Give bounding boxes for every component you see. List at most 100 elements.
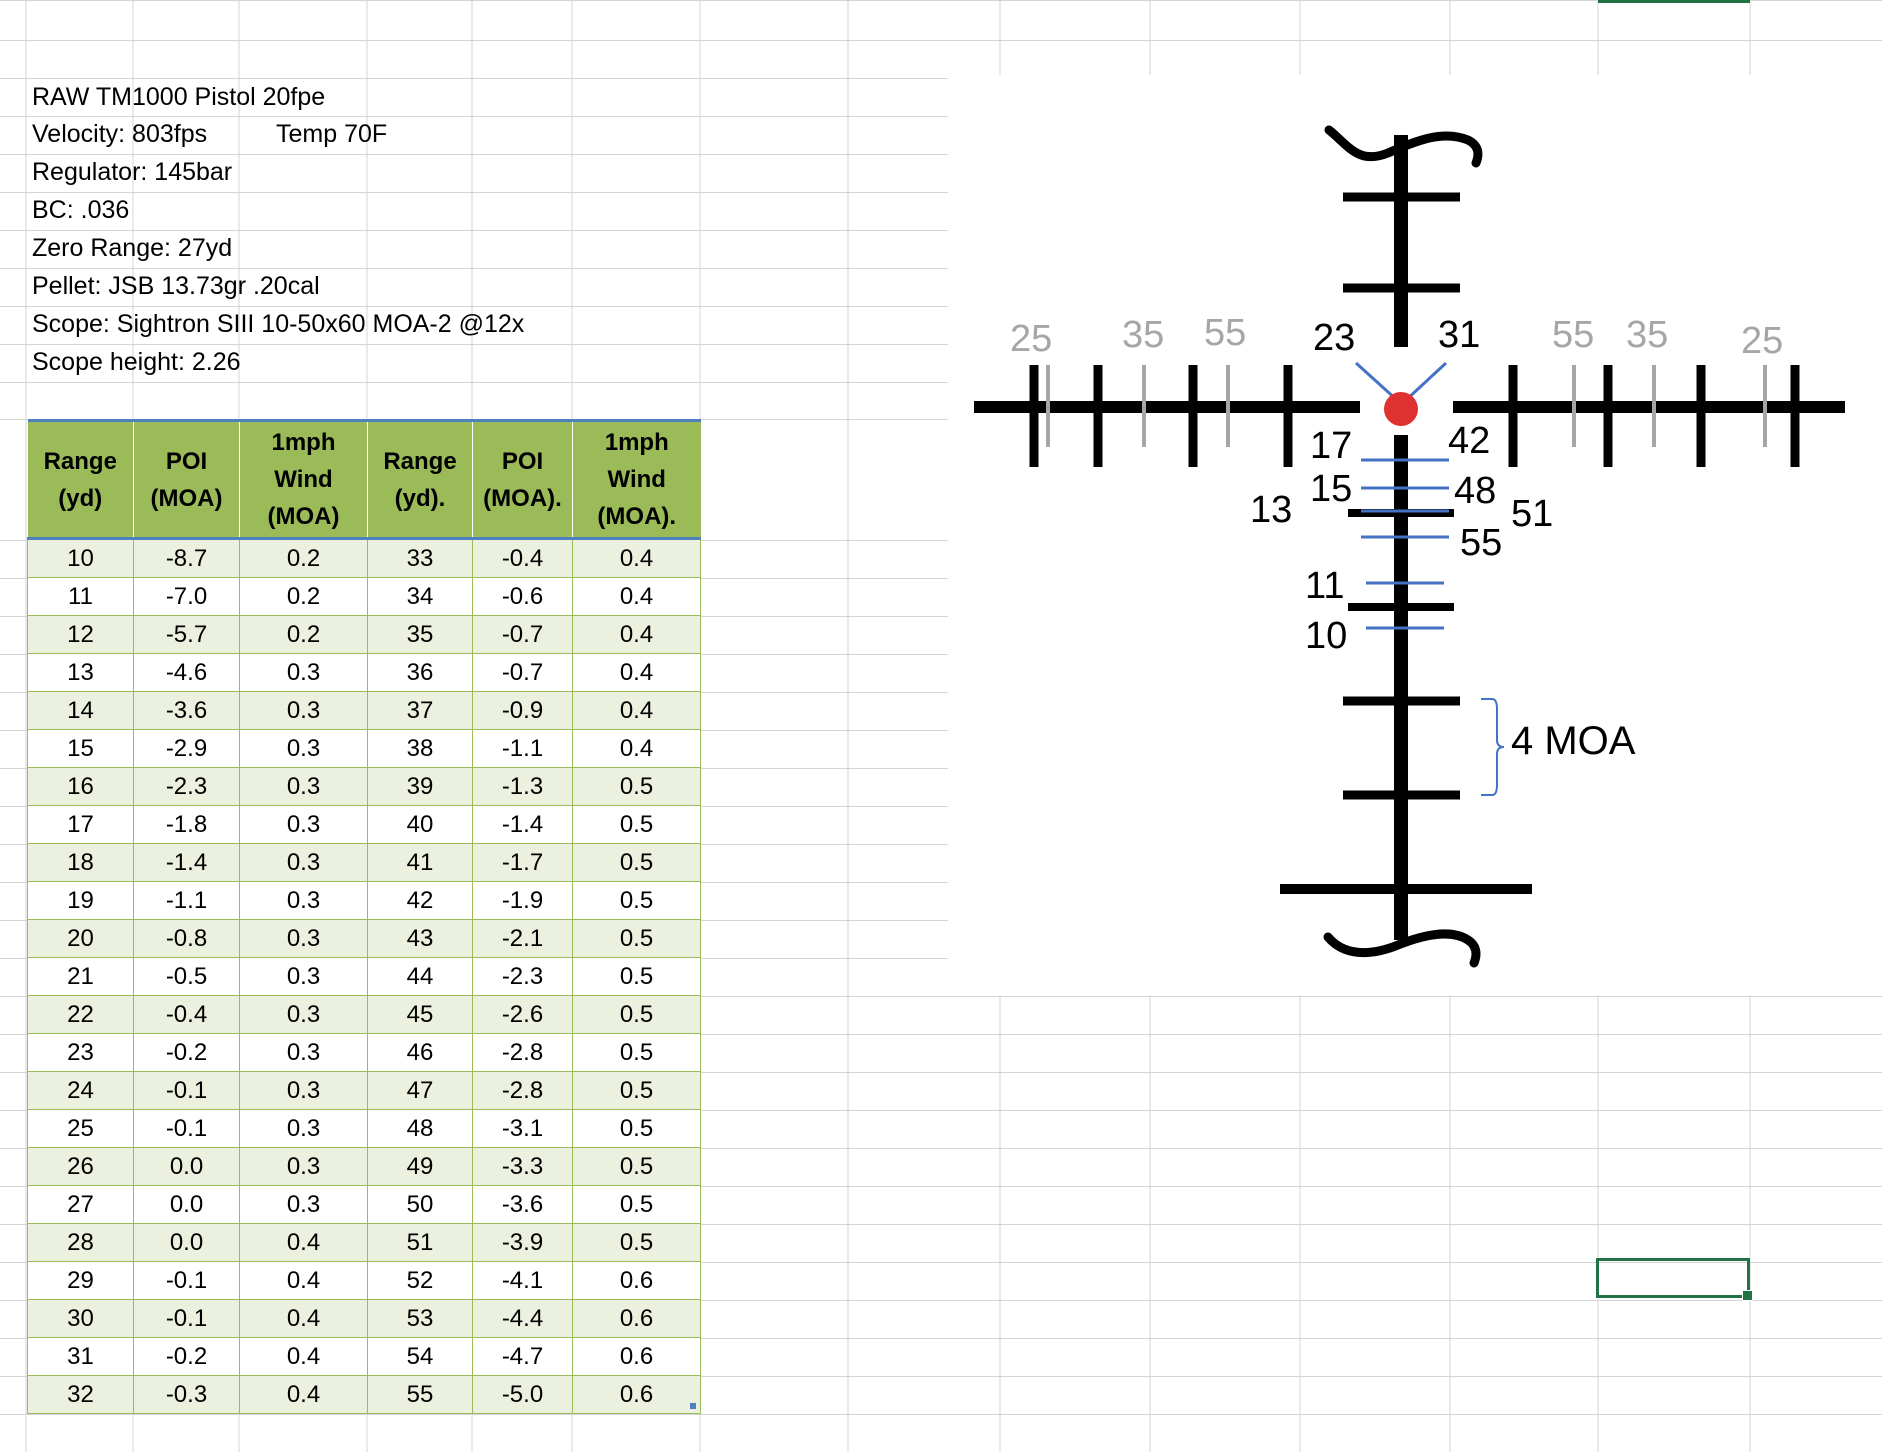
table-cell[interactable]: -0.8 — [133, 919, 240, 958]
table-cell[interactable]: 0.5 — [572, 919, 701, 958]
table-resize-handle[interactable] — [690, 1403, 696, 1409]
table-cell[interactable]: -2.3 — [472, 957, 573, 996]
table-cell[interactable]: -3.6 — [472, 1185, 573, 1224]
table-cell[interactable]: -1.1 — [133, 881, 240, 920]
table-cell[interactable]: -4.4 — [472, 1299, 573, 1338]
table-cell[interactable]: 31 — [27, 1337, 134, 1376]
table-cell[interactable]: -0.6 — [472, 577, 573, 616]
table-cell[interactable]: 0.2 — [239, 615, 368, 654]
table-cell[interactable]: -5.7 — [133, 615, 240, 654]
table-cell[interactable]: 29 — [27, 1261, 134, 1300]
table-cell[interactable]: 0.4 — [572, 615, 701, 654]
info-scope[interactable]: Scope: Sightron SIII 10-50x60 MOA-2 @12x — [32, 310, 525, 338]
table-cell[interactable]: 54 — [367, 1337, 473, 1376]
table-cell[interactable]: -7.0 — [133, 577, 240, 616]
table-cell[interactable]: 0.4 — [239, 1375, 368, 1414]
table-cell[interactable]: 44 — [367, 957, 473, 996]
table-cell[interactable]: 0.4 — [572, 538, 701, 578]
table-cell[interactable]: 13 — [27, 653, 134, 692]
table-cell[interactable]: -3.1 — [472, 1109, 573, 1148]
table-cell[interactable]: 53 — [367, 1299, 473, 1338]
table-cell[interactable]: -2.8 — [472, 1033, 573, 1072]
table-cell[interactable]: -0.2 — [133, 1337, 240, 1376]
table-cell[interactable]: -1.4 — [472, 805, 573, 844]
header-range[interactable]: Range (yd) — [27, 419, 134, 540]
table-cell[interactable]: 0.4 — [572, 691, 701, 730]
info-regulator[interactable]: Regulator: 145bar — [32, 158, 233, 186]
table-cell[interactable]: -0.4 — [472, 538, 573, 578]
table-cell[interactable]: 0.3 — [239, 919, 368, 958]
table-cell[interactable]: 0.3 — [239, 843, 368, 882]
table-cell[interactable]: 55 — [367, 1375, 473, 1414]
table-cell[interactable]: 0.3 — [239, 805, 368, 844]
table-cell[interactable]: 0.5 — [572, 843, 701, 882]
info-title[interactable]: RAW TM1000 Pistol 20fpe — [32, 83, 326, 111]
table-cell[interactable]: 48 — [367, 1109, 473, 1148]
table-cell[interactable]: -0.7 — [472, 653, 573, 692]
table-cell[interactable]: 0.3 — [239, 957, 368, 996]
table-cell[interactable]: 26 — [27, 1147, 134, 1186]
table-cell[interactable]: 0.4 — [572, 729, 701, 768]
table-cell[interactable]: 0.3 — [239, 729, 368, 768]
info-zero-range[interactable]: Zero Range: 27yd — [32, 234, 233, 262]
table-cell[interactable]: -1.8 — [133, 805, 240, 844]
table-cell[interactable]: 16 — [27, 767, 134, 806]
table-cell[interactable]: -1.9 — [472, 881, 573, 920]
table-cell[interactable]: 0.5 — [572, 881, 701, 920]
table-cell[interactable]: 0.5 — [572, 1109, 701, 1148]
table-cell[interactable]: 34 — [367, 577, 473, 616]
table-cell[interactable]: 35 — [367, 615, 473, 654]
table-cell[interactable]: 18 — [27, 843, 134, 882]
header-wind[interactable]: 1mph Wind (MOA) — [239, 419, 368, 540]
table-cell[interactable]: 0.0 — [133, 1185, 240, 1224]
fill-handle[interactable] — [1742, 1290, 1753, 1301]
table-cell[interactable]: 12 — [27, 615, 134, 654]
info-scope-height[interactable]: Scope height: 2.26 — [32, 348, 241, 376]
table-cell[interactable]: 33 — [367, 538, 473, 578]
table-cell[interactable]: -2.6 — [472, 995, 573, 1034]
table-cell[interactable]: 0.4 — [239, 1223, 368, 1262]
table-cell[interactable]: 19 — [27, 881, 134, 920]
table-cell[interactable]: 0.3 — [239, 1033, 368, 1072]
table-cell[interactable]: 46 — [367, 1033, 473, 1072]
table-cell[interactable]: -5.0 — [472, 1375, 573, 1414]
table-cell[interactable]: 0.2 — [239, 538, 368, 578]
table-cell[interactable]: 0.5 — [572, 1033, 701, 1072]
table-cell[interactable]: 38 — [367, 729, 473, 768]
table-cell[interactable]: 0.3 — [239, 995, 368, 1034]
table-cell[interactable]: 47 — [367, 1071, 473, 1110]
table-cell[interactable]: 27 — [27, 1185, 134, 1224]
table-cell[interactable]: 50 — [367, 1185, 473, 1224]
table-cell[interactable]: -0.4 — [133, 995, 240, 1034]
table-cell[interactable]: -2.9 — [133, 729, 240, 768]
table-cell[interactable]: 0.3 — [239, 1147, 368, 1186]
table-cell[interactable]: -2.1 — [472, 919, 573, 958]
header-wind-2[interactable]: 1mph Wind (MOA). — [572, 419, 701, 540]
table-cell[interactable]: 14 — [27, 691, 134, 730]
header-poi[interactable]: POI (MOA) — [133, 419, 240, 540]
table-cell[interactable]: 0.6 — [572, 1299, 701, 1338]
table-cell[interactable]: 41 — [367, 843, 473, 882]
table-cell[interactable]: -0.7 — [472, 615, 573, 654]
table-cell[interactable]: 0.3 — [239, 1185, 368, 1224]
table-cell[interactable]: 0.6 — [572, 1375, 701, 1414]
table-cell[interactable]: 0.5 — [572, 805, 701, 844]
table-cell[interactable]: 28 — [27, 1223, 134, 1262]
table-cell[interactable]: 0.5 — [572, 767, 701, 806]
table-cell[interactable]: 23 — [27, 1033, 134, 1072]
table-cell[interactable]: 49 — [367, 1147, 473, 1186]
table-cell[interactable]: -3.3 — [472, 1147, 573, 1186]
table-cell[interactable]: 0.3 — [239, 1071, 368, 1110]
table-cell[interactable]: 0.3 — [239, 653, 368, 692]
table-cell[interactable]: 10 — [27, 538, 134, 578]
table-cell[interactable]: 42 — [367, 881, 473, 920]
table-cell[interactable]: 20 — [27, 919, 134, 958]
table-cell[interactable]: -8.7 — [133, 538, 240, 578]
table-cell[interactable]: 0.3 — [239, 1109, 368, 1148]
header-range-2[interactable]: Range (yd). — [367, 419, 473, 540]
table-cell[interactable]: 0.3 — [239, 881, 368, 920]
table-cell[interactable]: -1.1 — [472, 729, 573, 768]
table-cell[interactable]: -0.1 — [133, 1109, 240, 1148]
table-cell[interactable]: 43 — [367, 919, 473, 958]
table-cell[interactable]: 0.5 — [572, 1223, 701, 1262]
